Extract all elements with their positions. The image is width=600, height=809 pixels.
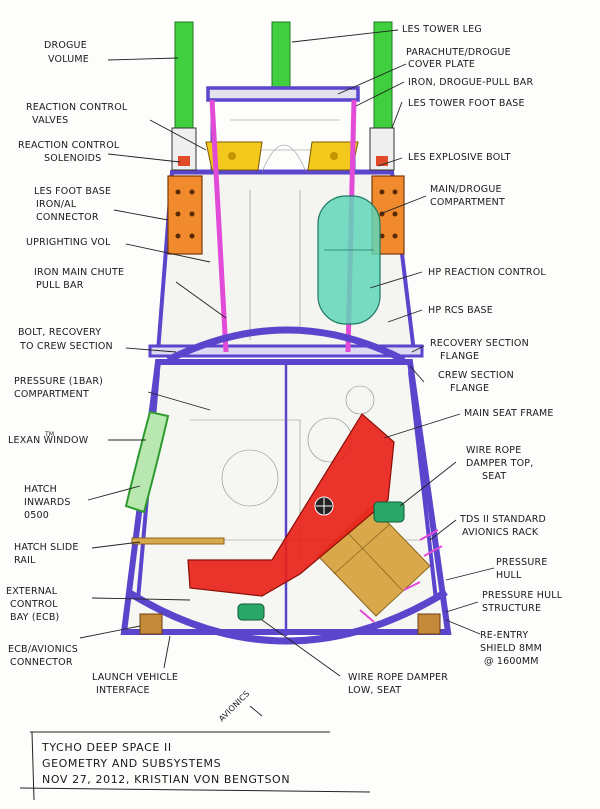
- fasteners: [359, 529, 443, 623]
- interface-foot-right: [417, 613, 441, 635]
- wire-rope-dampers: [237, 501, 405, 621]
- title-block: TYCHO DEEP SPACE II GEOMETRY AND SUBSYST…: [19, 731, 371, 801]
- main-seat-frame: [187, 413, 395, 597]
- label-iron-drogue-pull: IRON, DROGUE-PULL BAR: [408, 77, 533, 88]
- label-les-tower-leg: LES TOWER LEG: [402, 24, 482, 35]
- reaction-control-valves: [205, 141, 359, 171]
- label-pressure-comp: PRESSURE (1BAR)COMPARTMENT: [14, 376, 103, 400]
- label-lexan-badge: TM: [44, 431, 54, 438]
- label-avionics: AVIONICS: [217, 689, 251, 723]
- les-tower-legs: [174, 21, 393, 131]
- hatch-slide-rail: [131, 537, 225, 545]
- label-uprighting: UPRIGHTING VOL: [26, 237, 111, 248]
- label-les-tower-foot: LES TOWER FOOT BASE: [408, 98, 525, 109]
- title-line-1: TYCHO DEEP SPACE II: [41, 741, 172, 754]
- title-line-2: GEOMETRY AND SUBSYSTEMS: [42, 757, 221, 770]
- leader-lines: [79, 29, 495, 717]
- label-hp-reaction: HP REACTION CONTROL: [428, 267, 546, 278]
- label-lexan: LEXAN WINDOW: [8, 435, 89, 446]
- label-hp-rcs-base: HP RCS BASE: [428, 305, 493, 316]
- label-les-explosive: LES EXPLOSIVE BOLT: [408, 152, 511, 163]
- main-drogue-compartment: [317, 195, 381, 325]
- interface-foot-left: [139, 613, 163, 635]
- label-main-seat: MAIN SEAT FRAME: [464, 408, 554, 419]
- title-line-3: NOV 27, 2012, KRISTIAN VON BENGTSON: [42, 773, 290, 786]
